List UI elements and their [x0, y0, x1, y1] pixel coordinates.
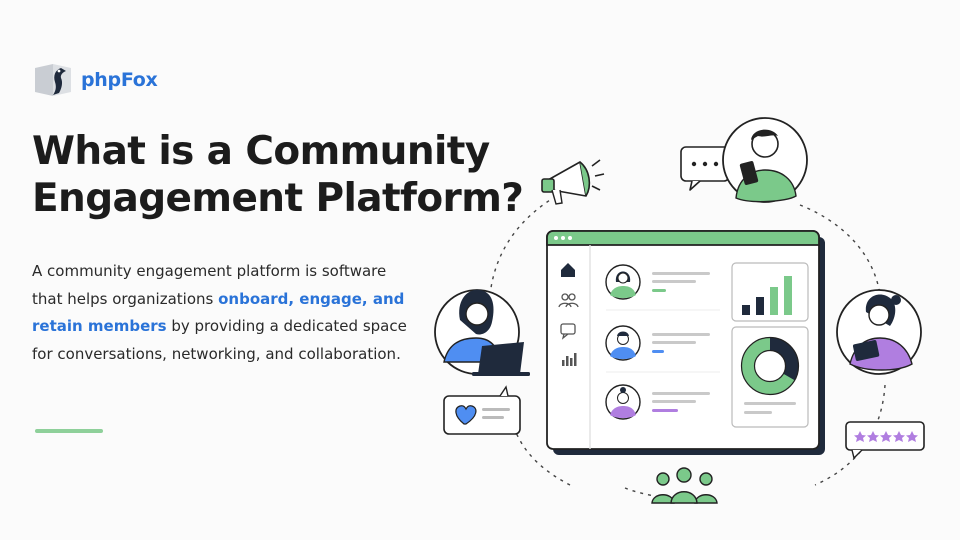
bar-chart-bar [784, 276, 792, 315]
heart-message-card [443, 385, 521, 435]
star-icon [867, 431, 879, 442]
brand-name: phpFox [81, 69, 158, 91]
bar-chart-bar [770, 287, 778, 315]
rating-card [845, 421, 925, 460]
star-icon [854, 431, 866, 442]
donut-chart-card [731, 326, 809, 428]
orbit-arc [799, 204, 881, 296]
list-item [605, 325, 720, 373]
description-highlight: onboard, engage, and retain members [32, 289, 405, 336]
avatar-top [722, 117, 808, 203]
page-title: What is a Community Engagement Platform? [32, 128, 552, 222]
accent-bar [35, 429, 103, 433]
chat-bubble-icon [680, 146, 730, 191]
star-icon [906, 431, 918, 442]
title-line-1: What is a Community [32, 129, 490, 174]
star-rating [854, 431, 918, 442]
orbit-arc [514, 429, 571, 486]
bar-chart-bar [742, 305, 750, 315]
home-icon [561, 263, 575, 277]
dashboard-window [546, 230, 825, 455]
users-icon [558, 293, 579, 308]
bar-chart-bar [756, 297, 764, 315]
phpfox-logo-icon [35, 64, 71, 96]
list-item [605, 264, 720, 311]
avatar-left [434, 289, 530, 376]
brand-logo[interactable]: phpFox [33, 62, 158, 98]
description: A community engagement platform is softw… [32, 258, 412, 368]
title-line-2: Engagement Platform? [32, 176, 524, 221]
heart-icon [455, 405, 477, 425]
group-icon [651, 467, 718, 504]
description-part-2: by providing a dedicated space for conve… [32, 317, 407, 363]
community-illustration [434, 117, 925, 504]
orbit-arc [814, 384, 886, 486]
analytics-icon [562, 353, 577, 366]
star-icon [893, 431, 905, 442]
star-icon [880, 431, 892, 442]
message-icon [560, 323, 576, 340]
avatar-right [836, 289, 922, 375]
orbit-arc [489, 199, 551, 296]
megaphone-icon [541, 159, 605, 205]
description-part-1: A community engagement platform is softw… [32, 262, 387, 308]
list-item [605, 384, 710, 420]
bar-chart-card [731, 262, 809, 322]
